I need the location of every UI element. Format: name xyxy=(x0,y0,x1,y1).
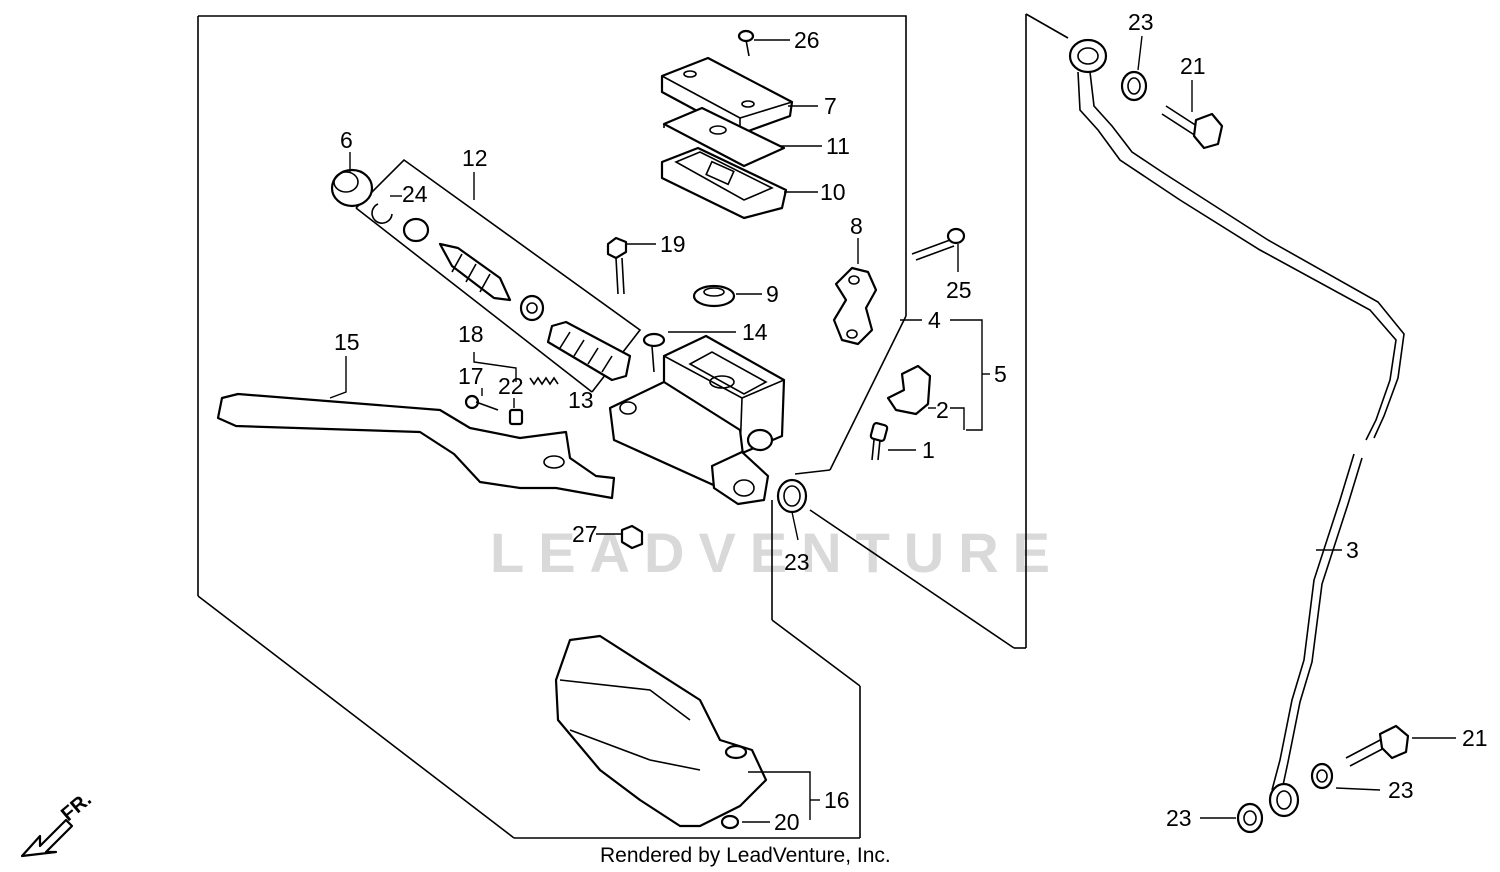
callout-20: 20 xyxy=(774,809,800,835)
reservoir-plate xyxy=(662,106,786,168)
washer-23-lower-right xyxy=(1310,762,1334,790)
lever-cover-16 xyxy=(554,634,768,830)
leader-lines xyxy=(329,35,1456,823)
footer-credit: Rendered by LeadVenture, Inc. xyxy=(600,844,891,867)
washer-23-center xyxy=(776,478,808,514)
callout-25: 25 xyxy=(946,277,972,303)
fr-label: FR. xyxy=(57,788,96,826)
bolt-21-bottom xyxy=(1345,724,1410,767)
callout-10: 10 xyxy=(820,179,846,205)
nut-22 xyxy=(508,408,524,426)
callout-2: 2 xyxy=(936,397,949,423)
callout-9: 9 xyxy=(766,281,779,307)
switch-2 xyxy=(886,364,932,416)
callout-21-top: 21 xyxy=(1180,53,1206,79)
bolt-19 xyxy=(606,236,628,295)
holder-8 xyxy=(832,266,878,346)
callout-18: 18 xyxy=(458,321,484,347)
master-cylinder-body xyxy=(608,332,786,506)
callout-3: 3 xyxy=(1346,537,1359,563)
callout-21-bottom: 21 xyxy=(1462,725,1488,751)
front-direction-arrow: FR. xyxy=(20,788,96,858)
callout-6: 6 xyxy=(340,127,353,153)
bolt-21-top xyxy=(1161,105,1224,150)
callout-26: 26 xyxy=(794,27,820,53)
callout-1: 1 xyxy=(922,437,935,463)
callout-14: 14 xyxy=(742,319,768,345)
screw-26 xyxy=(737,29,755,57)
assembly-frame xyxy=(197,13,1069,839)
callout-27: 27 xyxy=(572,521,598,547)
brake-lever-15 xyxy=(216,392,616,500)
callout-22: 22 xyxy=(498,373,524,399)
pivot-bolt-17 xyxy=(464,394,499,411)
screw-25 xyxy=(911,227,966,261)
boot-6 xyxy=(330,168,374,208)
callout-23-lower-right: 23 xyxy=(1388,777,1414,803)
callout-24: 24 xyxy=(402,181,428,207)
callout-5: 5 xyxy=(994,361,1007,387)
callout-labels: 26 7 11 10 6 24 12 19 9 8 25 14 4 5 15 1… xyxy=(334,9,1488,835)
callout-17: 17 xyxy=(458,363,484,389)
callout-4: 4 xyxy=(928,307,941,333)
washer-23-lower-left xyxy=(1236,802,1264,834)
callout-15: 15 xyxy=(334,329,360,355)
piston-assembly xyxy=(402,217,632,382)
callout-19: 19 xyxy=(660,231,686,257)
callout-11: 11 xyxy=(826,133,850,159)
callout-13: 13 xyxy=(568,387,594,413)
screw-1 xyxy=(869,422,889,461)
diaphragm xyxy=(660,146,788,220)
callout-8: 8 xyxy=(850,213,863,239)
callout-7: 7 xyxy=(824,93,837,119)
nut-27 xyxy=(620,524,644,550)
callout-12: 12 xyxy=(462,145,488,171)
circlip-24 xyxy=(371,203,393,224)
washer-23-top xyxy=(1120,70,1148,102)
callout-16: 16 xyxy=(824,787,850,813)
callout-23-center: 23 xyxy=(784,549,810,575)
watermark: LEADVENTURE xyxy=(490,521,1064,584)
callout-23-top: 23 xyxy=(1128,9,1154,35)
brake-hose-3 xyxy=(1068,38,1405,818)
callout-23-lower-left: 23 xyxy=(1166,805,1192,831)
washer-9 xyxy=(692,284,736,308)
spring-13 xyxy=(529,376,559,386)
